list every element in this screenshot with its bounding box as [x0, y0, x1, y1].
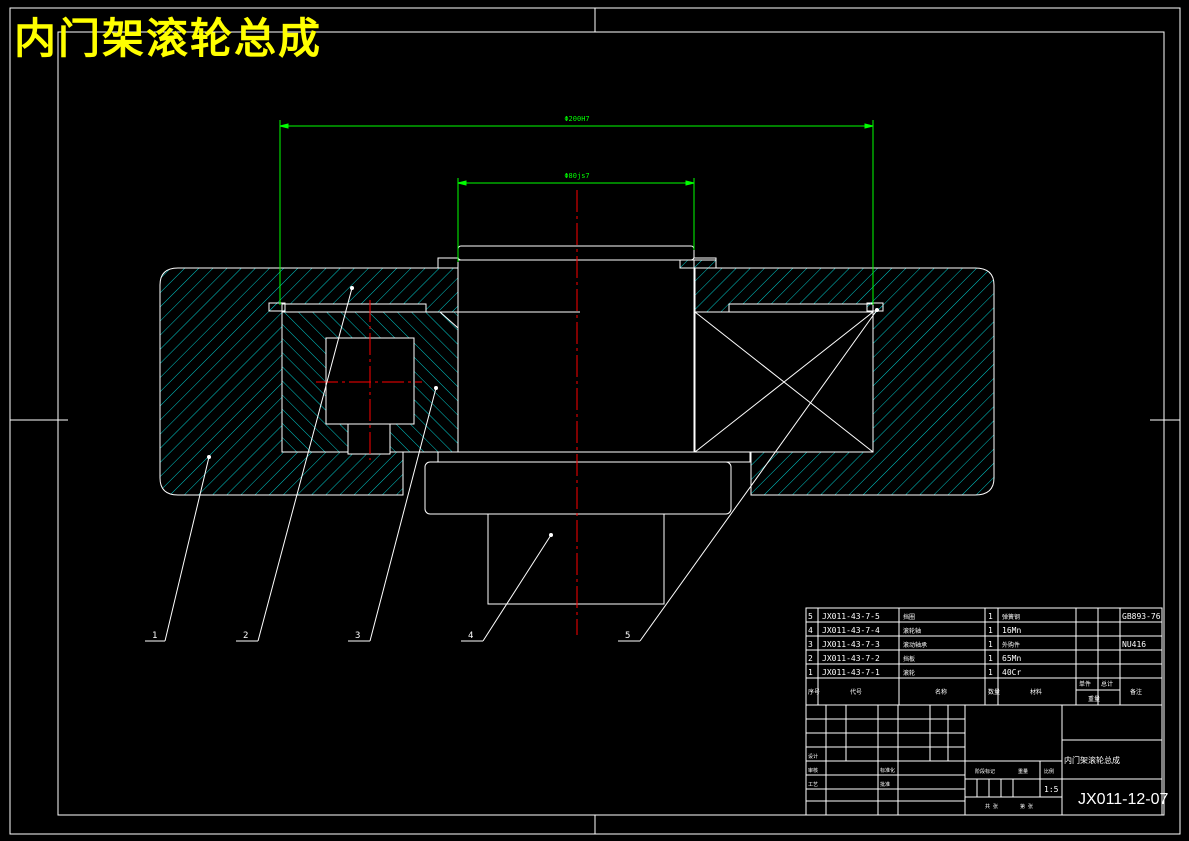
- svg-text:65Mn: 65Mn: [1002, 654, 1021, 663]
- bom-row-3: 3 JX011-43-7-3 滚动轴承 1 外购件 NU416: [808, 640, 1146, 649]
- svg-text:弹簧钢: 弹簧钢: [1002, 613, 1020, 621]
- svg-text:NU416: NU416: [1122, 640, 1146, 649]
- svg-text:材料: 材料: [1030, 688, 1042, 696]
- svg-text:GB893-76: GB893-76: [1122, 612, 1161, 621]
- svg-text:标准化: 标准化: [880, 767, 895, 774]
- svg-text:设计: 设计: [808, 753, 818, 760]
- svg-text:40Cr: 40Cr: [1002, 668, 1021, 677]
- svg-text:JX011-43-7-3: JX011-43-7-3: [822, 640, 880, 649]
- svg-text:4: 4: [808, 626, 813, 635]
- dimension-outer: [279, 120, 874, 305]
- scale-value: 1:5: [1044, 785, 1059, 794]
- svg-text:1: 1: [988, 668, 993, 677]
- bom-row-1: 1 JX011-43-7-1 滚轮 1 40Cr: [808, 668, 1021, 677]
- svg-text:5: 5: [808, 612, 813, 621]
- svg-text:重量: 重量: [1018, 768, 1028, 775]
- svg-text:重量: 重量: [1088, 695, 1100, 703]
- svg-text:备注: 备注: [1130, 688, 1142, 696]
- svg-text:JX011-43-7-4: JX011-43-7-4: [822, 626, 880, 635]
- svg-text:滚轮轴: 滚轮轴: [903, 627, 921, 635]
- svg-text:工艺: 工艺: [808, 782, 818, 788]
- svg-text:外购件: 外购件: [1002, 641, 1020, 649]
- snap-ring: [268, 302, 884, 312]
- svg-text:1: 1: [988, 654, 993, 663]
- svg-text:1: 1: [988, 640, 993, 649]
- bom-header: 序号 代号 名称 数量 材料 单件 总计 重量 备注: [808, 680, 1142, 703]
- dimension-inner-text: Φ80js7: [564, 172, 589, 180]
- svg-text:挡圈: 挡圈: [903, 613, 915, 621]
- bom-row-4: 4 JX011-43-7-4 滚轮轴 1 16Mn: [808, 626, 1021, 635]
- svg-text:JX011-43-7-5: JX011-43-7-5: [822, 612, 880, 621]
- svg-text:审核: 审核: [808, 767, 818, 774]
- roller-shaft: [424, 245, 751, 605]
- balloon-2: 2: [243, 631, 248, 641]
- drawing-frame: [9, 7, 1181, 835]
- svg-text:滚动轴承: 滚动轴承: [903, 641, 927, 649]
- svg-text:1: 1: [808, 668, 813, 677]
- svg-text:代号: 代号: [850, 688, 862, 696]
- bom-row-2: 2 JX011-43-7-2 挡板 1 65Mn: [808, 654, 1021, 663]
- svg-text:名称: 名称: [935, 688, 947, 696]
- svg-text:1: 1: [988, 612, 993, 621]
- drawing-title: 内门架滚轮总成: [14, 14, 323, 63]
- balloon-5: 5: [625, 631, 630, 641]
- svg-text:16Mn: 16Mn: [1002, 626, 1021, 635]
- leader-lines: [145, 287, 878, 642]
- balloon-1: 1: [152, 631, 157, 641]
- svg-text:滚轮: 滚轮: [903, 669, 915, 677]
- svg-text:单件: 单件: [1079, 680, 1091, 688]
- bom-row-5: 5 JX011-43-7-5 挡圈 1 弹簧钢 GB893-76: [808, 612, 1161, 621]
- bom-table: [805, 607, 1163, 706]
- svg-text:批准: 批准: [880, 781, 890, 788]
- svg-text:序号: 序号: [808, 688, 820, 696]
- svg-text:共 张: 共 张: [985, 803, 998, 810]
- leader-dots: [207, 286, 879, 537]
- dimension-outer-text: Φ200H7: [564, 115, 589, 123]
- balloon-4: 4: [468, 631, 473, 641]
- svg-text:阶段标记: 阶段标记: [975, 768, 995, 775]
- bearing-right: [694, 311, 874, 453]
- centerlines: [316, 190, 578, 635]
- title-block: [805, 704, 1163, 816]
- svg-text:第 张: 第 张: [1020, 803, 1033, 810]
- svg-text:2: 2: [808, 654, 813, 663]
- svg-text:挡板: 挡板: [903, 655, 915, 663]
- dimension-inner: [457, 178, 695, 262]
- svg-text:总计: 总计: [1101, 680, 1113, 688]
- drawing-number: JX011-12-07: [1078, 791, 1169, 808]
- svg-text:3: 3: [808, 640, 813, 649]
- svg-text:JX011-43-7-2: JX011-43-7-2: [822, 654, 880, 663]
- title-block-labels: 设计 审核 工艺 标准化 批准 阶段标记 重量 比例 共 张 第 张: [808, 753, 1054, 810]
- svg-text:JX011-43-7-1: JX011-43-7-1: [822, 668, 880, 677]
- svg-text:比例: 比例: [1044, 768, 1054, 775]
- svg-text:数量: 数量: [988, 688, 1000, 696]
- assembly-name: 内门架滚轮总成: [1064, 755, 1120, 765]
- svg-text:1: 1: [988, 626, 993, 635]
- balloon-3: 3: [355, 631, 360, 641]
